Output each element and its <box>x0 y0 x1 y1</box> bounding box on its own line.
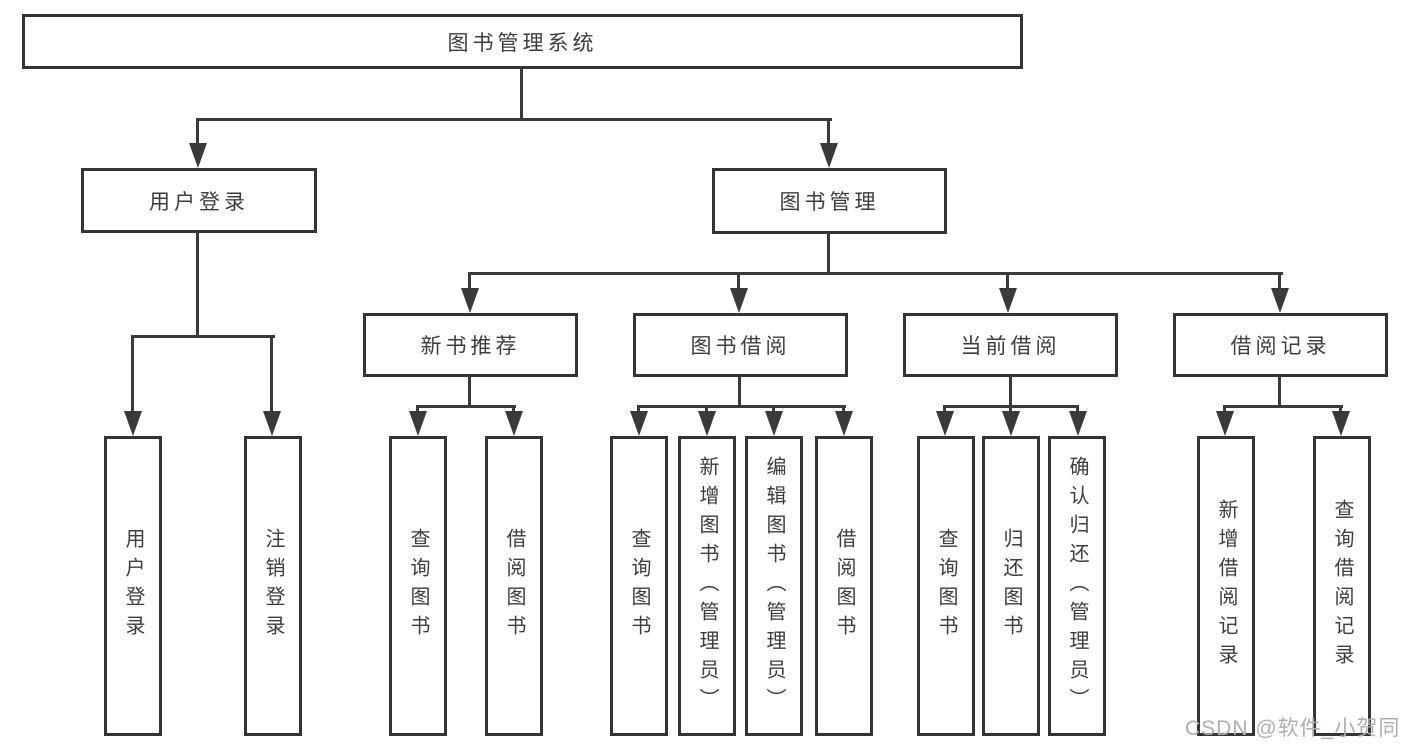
connector-drop-borrow-records <box>1278 272 1281 290</box>
connector-user-login-branch <box>131 335 275 338</box>
arrowhead-book-borrow <box>730 288 748 313</box>
arrowhead-br-add <box>1216 411 1234 436</box>
connector-drop-cb-query <box>943 405 946 415</box>
node-leaf-bb-borrow-books: 借阅图书 <box>815 436 873 736</box>
arrowhead-book-mgmt <box>820 143 838 168</box>
connector-cb-trunk <box>1009 376 1012 408</box>
connector-rec-trunk <box>468 376 471 408</box>
connector-drop-user-login <box>196 118 199 146</box>
node-leaf-bb-edit-books-admin: 编辑图书（管理员） <box>745 436 803 736</box>
connector-drop-rec-borrow <box>512 405 515 415</box>
connector-rec-branch <box>416 405 516 408</box>
node-leaf-user-login: 用户登录 <box>104 436 162 736</box>
connector-root-branch <box>197 118 832 121</box>
arrowhead-current-borrow <box>999 288 1017 313</box>
connector-drop-cb-confirm <box>1076 405 1079 415</box>
arrowhead-user-login <box>189 143 207 168</box>
connector-drop-logout-leaf <box>270 335 273 413</box>
connector-user-login-trunk <box>196 232 199 338</box>
connector-bb-branch <box>637 405 846 408</box>
connector-root-trunk <box>520 69 523 121</box>
node-leaf-cb-return-books: 归还图书 <box>982 436 1040 736</box>
node-leaf-rec-query-books: 查询图书 <box>389 436 447 736</box>
node-leaf-rec-borrow-books: 借阅图书 <box>485 436 543 736</box>
arrowhead-bb-borrow <box>835 411 853 436</box>
arrowhead-cb-confirm <box>1069 411 1087 436</box>
node-leaf-br-query-record: 查询借阅记录 <box>1313 436 1371 736</box>
connector-drop-login-leaf <box>131 335 134 413</box>
node-book-borrowing: 图书借阅 <box>633 313 848 377</box>
connector-book-mgmt-branch <box>468 272 1283 275</box>
arrowhead-bb-add <box>698 411 716 436</box>
connector-drop-current-borrow <box>1006 272 1009 290</box>
node-leaf-cb-query-books: 查询图书 <box>917 436 975 736</box>
connector-br-branch <box>1223 405 1343 408</box>
connector-drop-br-query <box>1339 405 1342 415</box>
connector-drop-br-add <box>1223 405 1226 415</box>
connector-drop-bb-borrow <box>842 405 845 415</box>
arrowhead-bb-query <box>630 411 648 436</box>
arrowhead-cb-query <box>936 411 954 436</box>
arrowhead-br-query <box>1332 411 1350 436</box>
csdn-watermark: CSDN @软件_小贺同学 <box>1185 717 1401 740</box>
connector-drop-new-book-rec <box>468 272 471 290</box>
arrowhead-new-book-rec <box>461 288 479 313</box>
node-leaf-logout: 注销登录 <box>244 436 302 736</box>
connector-drop-bb-query <box>637 405 640 415</box>
connector-book-mgmt-trunk <box>827 233 830 275</box>
connector-br-trunk <box>1278 376 1281 408</box>
connector-drop-bb-edit <box>772 405 775 415</box>
node-leaf-bb-query-books: 查询图书 <box>610 436 668 736</box>
node-book-management: 图书管理 <box>712 168 947 234</box>
connector-drop-rec-query <box>416 405 419 415</box>
arrowhead-bb-edit <box>765 411 783 436</box>
arrowhead-rec-query <box>409 411 427 436</box>
arrowhead-borrow-records <box>1271 288 1289 313</box>
arrowhead-logout-leaf <box>263 411 281 436</box>
node-new-book-recommendation: 新书推荐 <box>363 313 578 377</box>
arrowhead-login-leaf <box>124 411 142 436</box>
node-leaf-bb-add-books-admin: 新增图书（管理员） <box>678 436 736 736</box>
connector-bb-trunk <box>738 376 741 408</box>
arrowhead-rec-borrow <box>505 411 523 436</box>
node-root-library-management-system: 图书管理系统 <box>22 14 1023 69</box>
connector-drop-bb-add <box>705 405 708 415</box>
connector-drop-cb-return <box>1009 405 1012 415</box>
node-user-login: 用户登录 <box>81 168 317 233</box>
connector-drop-book-borrow <box>737 272 740 290</box>
node-borrowing-records: 借阅记录 <box>1173 313 1388 377</box>
node-leaf-br-add-record: 新增借阅记录 <box>1197 436 1255 736</box>
node-current-borrowing: 当前借阅 <box>903 313 1118 377</box>
arrowhead-cb-return <box>1002 411 1020 436</box>
connector-drop-book-mgmt <box>827 118 830 146</box>
node-leaf-cb-confirm-return-admin: 确认归还（管理员） <box>1048 436 1106 736</box>
